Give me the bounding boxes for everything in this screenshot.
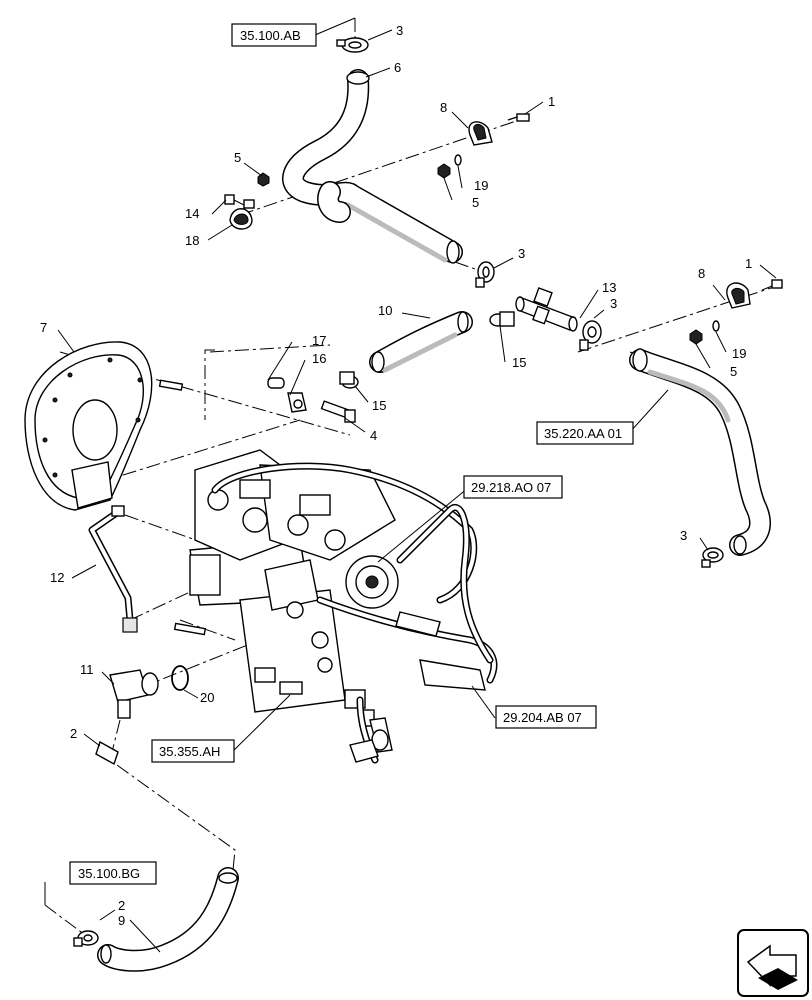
callout-18: 18 <box>185 233 199 248</box>
bolt-1-top <box>507 113 530 122</box>
pump-hoses <box>211 462 498 764</box>
bolt-14 <box>224 194 245 206</box>
callout-17: 17 <box>312 333 326 348</box>
bolt-valve <box>173 622 207 636</box>
callout-15-left: 15 <box>372 398 386 413</box>
hose-9 <box>97 867 239 972</box>
hose-right <box>629 348 771 556</box>
callout-3-top: 3 <box>396 23 403 38</box>
clamp-8-right <box>726 282 751 309</box>
washer-19-top <box>454 154 462 166</box>
callout-19-top: 19 <box>474 178 488 193</box>
callout-5-top: 5 <box>472 195 479 210</box>
ref-box-35-100-bg[interactable]: 35.100.BG <box>69 861 157 885</box>
ref-label-29-204-ab-07: 29.204.AB 07 <box>503 710 582 725</box>
callout-6: 6 <box>394 60 401 75</box>
bolt-cover <box>158 379 184 391</box>
tee-13 <box>515 287 578 332</box>
cover-plate-7 <box>24 341 153 511</box>
leader-lines <box>44 17 777 953</box>
callout-19-right: 19 <box>732 346 746 361</box>
clamp-3-top <box>336 37 369 53</box>
nut-5-top <box>437 163 451 179</box>
callout-16: 16 <box>312 351 326 366</box>
ref-box-35-220-aa-01[interactable]: 35.220.AA 01 <box>536 421 634 445</box>
clamp-15-right <box>489 311 515 327</box>
ref-box-35-355-ah[interactable]: 35.355.AH <box>151 739 235 763</box>
clamp-8-top <box>468 121 493 146</box>
callout-13: 13 <box>602 280 616 295</box>
callout-5-left: 5 <box>234 150 241 165</box>
callout-3-tee: 3 <box>610 296 617 311</box>
ref-label-35-100-ab: 35.100.AB <box>240 28 301 43</box>
ref-label-35-220-aa-01: 35.220.AA 01 <box>544 426 622 441</box>
callout-8-top: 8 <box>440 100 447 115</box>
nut-5-right <box>689 329 703 345</box>
hose-6 <box>282 69 463 264</box>
tube-12 <box>88 505 138 633</box>
bracket-16 <box>287 392 307 413</box>
ref-box-29-204-ab-07[interactable]: 29.204.AB 07 <box>495 705 597 729</box>
nut-5-left <box>257 172 270 187</box>
fitting-11 <box>109 669 159 719</box>
spacer-17 <box>267 377 285 389</box>
ref-label-35-100-bg: 35.100.BG <box>78 866 140 881</box>
callout-10: 10 <box>378 303 392 318</box>
hose-10 <box>369 311 473 373</box>
assembly-lines <box>44 18 781 936</box>
callout-9: 9 <box>118 913 125 928</box>
clamp-3-mid <box>475 261 495 288</box>
callout-11: 11 <box>80 662 94 677</box>
callout-15-right: 15 <box>512 355 526 370</box>
clamp-3-right <box>579 320 602 351</box>
callout-1-right: 1 <box>745 256 752 271</box>
callout-2-mid: 2 <box>70 726 77 741</box>
clamp-2-bottom <box>73 930 99 947</box>
callout-12: 12 <box>50 570 64 585</box>
callout-3-bottom: 3 <box>680 528 687 543</box>
arrow-return-icon[interactable] <box>737 929 809 997</box>
clamp-15-left <box>339 371 359 389</box>
bolt-1-right <box>761 279 783 291</box>
callout-5-right: 5 <box>730 364 737 379</box>
callout-4: 4 <box>370 428 377 443</box>
callout-14: 14 <box>185 206 199 221</box>
callout-2-bottom: 2 <box>118 898 125 913</box>
ref-box-29-218-ao-07[interactable]: 29.218.AO 07 <box>463 475 563 499</box>
bolt-4 <box>320 400 356 423</box>
callouts: 3 6 8 1 5 19 5 14 18 3 8 1 13 3 10 7 17 … <box>40 23 752 928</box>
washer-19-right <box>712 320 720 332</box>
clamp-18 <box>229 199 255 230</box>
clamp-3-bottom <box>701 547 724 568</box>
callout-1-top: 1 <box>548 94 555 109</box>
ref-label-35-355-ah: 35.355.AH <box>159 744 220 759</box>
callout-3-mid: 3 <box>518 246 525 261</box>
pump-assembly <box>189 449 399 753</box>
fitting-2-mid <box>95 740 119 766</box>
ref-box-35-100-ab[interactable]: 35.100.AB <box>231 23 317 47</box>
ref-label-29-218-ao-07: 29.218.AO 07 <box>471 480 551 495</box>
oring-20 <box>171 665 189 691</box>
callout-8-right: 8 <box>698 266 705 281</box>
callout-20: 20 <box>200 690 214 705</box>
callout-7: 7 <box>40 320 47 335</box>
